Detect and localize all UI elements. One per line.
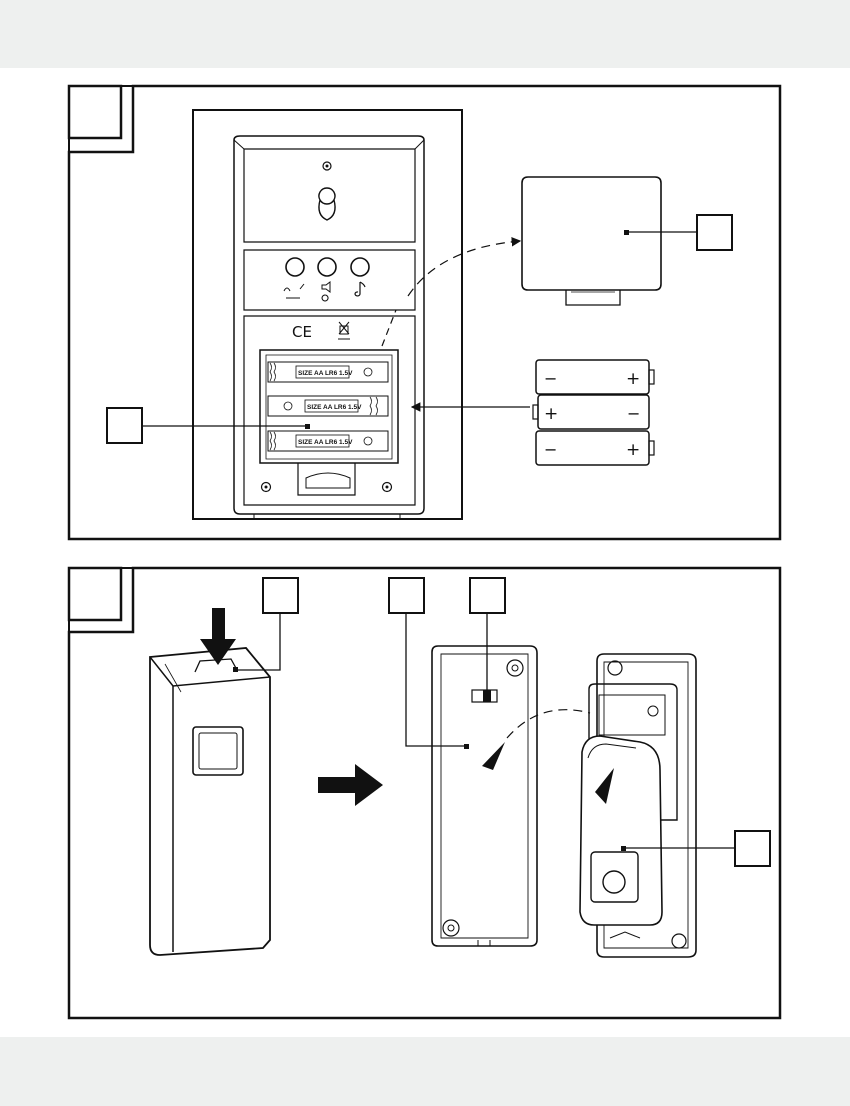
battery-flap (579, 735, 663, 926)
melody-button (350, 257, 370, 277)
removed-back-cover (405, 613, 591, 947)
svg-text:+: + (626, 440, 640, 460)
battery-slot-1: SIZE AA LR6 1.5V (267, 361, 389, 383)
volume-button (317, 257, 337, 277)
battery-slot-3: SIZE AA LR6 1.5V (267, 430, 389, 452)
callout-box-battery-cover (696, 214, 733, 251)
battery-slot-1-label: SIZE AA LR6 1.5V (298, 370, 353, 377)
battery-slot-2-label: SIZE AA LR6 1.5V (307, 404, 362, 411)
bottom-margin-band (0, 1037, 850, 1106)
svg-text:−: − (627, 404, 640, 423)
doorbell-push-unit (149, 608, 281, 956)
svg-text:+: + (544, 404, 558, 424)
battery-compartment (259, 349, 399, 464)
wall-mount-keyhole-icon (318, 187, 336, 221)
base-station-back-view: CE SIZE AA LR6 1.5V SIZE AA LR6 1.5V (192, 109, 463, 520)
callout-box-battery-compartment (106, 407, 143, 444)
opened-push-unit (579, 653, 735, 958)
figure-b-number-box (67, 566, 123, 622)
music-note-icon (354, 281, 366, 297)
callout-box-cover-latch (469, 577, 506, 614)
svg-text:−: − (544, 369, 557, 388)
melody-select-button (285, 257, 305, 277)
callout-box-back-cover (388, 577, 425, 614)
battery-slot-2: SIZE AA LR6 1.5V (267, 395, 389, 417)
battery-slot-3-label: SIZE AA LR6 1.5V (298, 439, 353, 446)
callout-box-battery-flap (734, 830, 771, 867)
top-margin-band (0, 0, 850, 68)
figure-b-panel (67, 566, 782, 1020)
rotate-arrow-icon (482, 742, 505, 770)
loose-battery-2: + − (532, 394, 650, 430)
cover-removal-arrow (407, 236, 522, 297)
battery-cover (521, 176, 662, 306)
svg-text:+: + (626, 369, 640, 389)
crossed-bin-icon (338, 321, 350, 340)
callout-box-release-tab (262, 577, 299, 614)
next-step-arrow-icon (318, 764, 383, 806)
melody-select-icon (283, 283, 305, 299)
volume-icon (321, 281, 331, 302)
loose-battery-1: − + (535, 359, 655, 395)
loose-battery-3: − + (535, 430, 655, 466)
ce-mark: CE (292, 323, 312, 341)
doorbell-button (192, 726, 244, 776)
figure-a-panel: CE SIZE AA LR6 1.5V SIZE AA LR6 1.5V (67, 84, 782, 541)
press-down-arrow-icon (200, 608, 236, 665)
svg-text:−: − (544, 440, 557, 459)
figure-a-number-box (67, 84, 123, 140)
